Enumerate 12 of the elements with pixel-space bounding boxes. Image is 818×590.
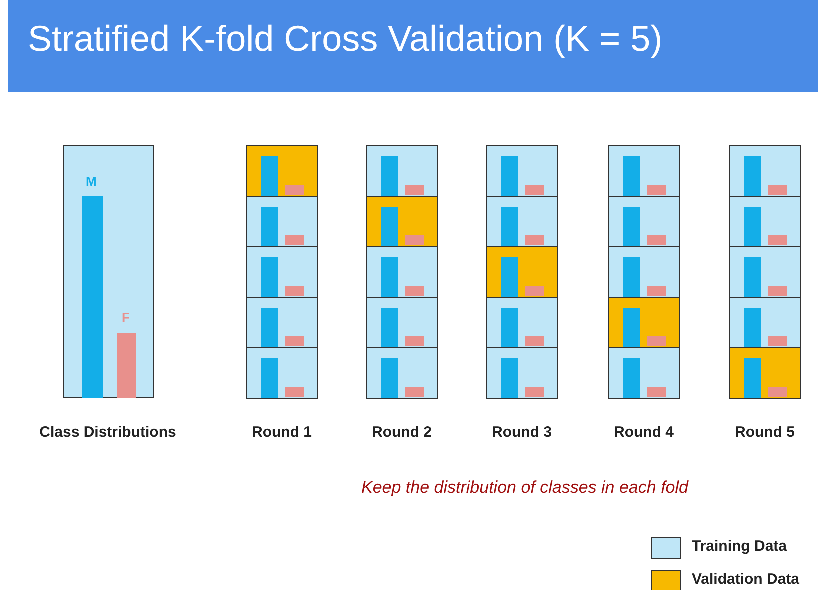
column-label: Round 5 bbox=[734, 424, 796, 441]
column-label: Round 3 bbox=[491, 424, 553, 441]
column-label: Round 4 bbox=[613, 424, 675, 441]
title: Stratified K-fold Cross Validation (K = 5) bbox=[28, 18, 663, 60]
column-label: Class Distributions bbox=[38, 424, 178, 441]
bar-label: M bbox=[86, 174, 97, 189]
legend-label: Training Data bbox=[692, 538, 788, 555]
column-label: Round 2 bbox=[371, 424, 433, 441]
note: Keep the distribution of classes in each fold bbox=[360, 478, 690, 498]
column-label: Round 1 bbox=[251, 424, 313, 441]
legend-label: Validation Data bbox=[692, 571, 800, 588]
bar-label: F bbox=[122, 310, 130, 325]
